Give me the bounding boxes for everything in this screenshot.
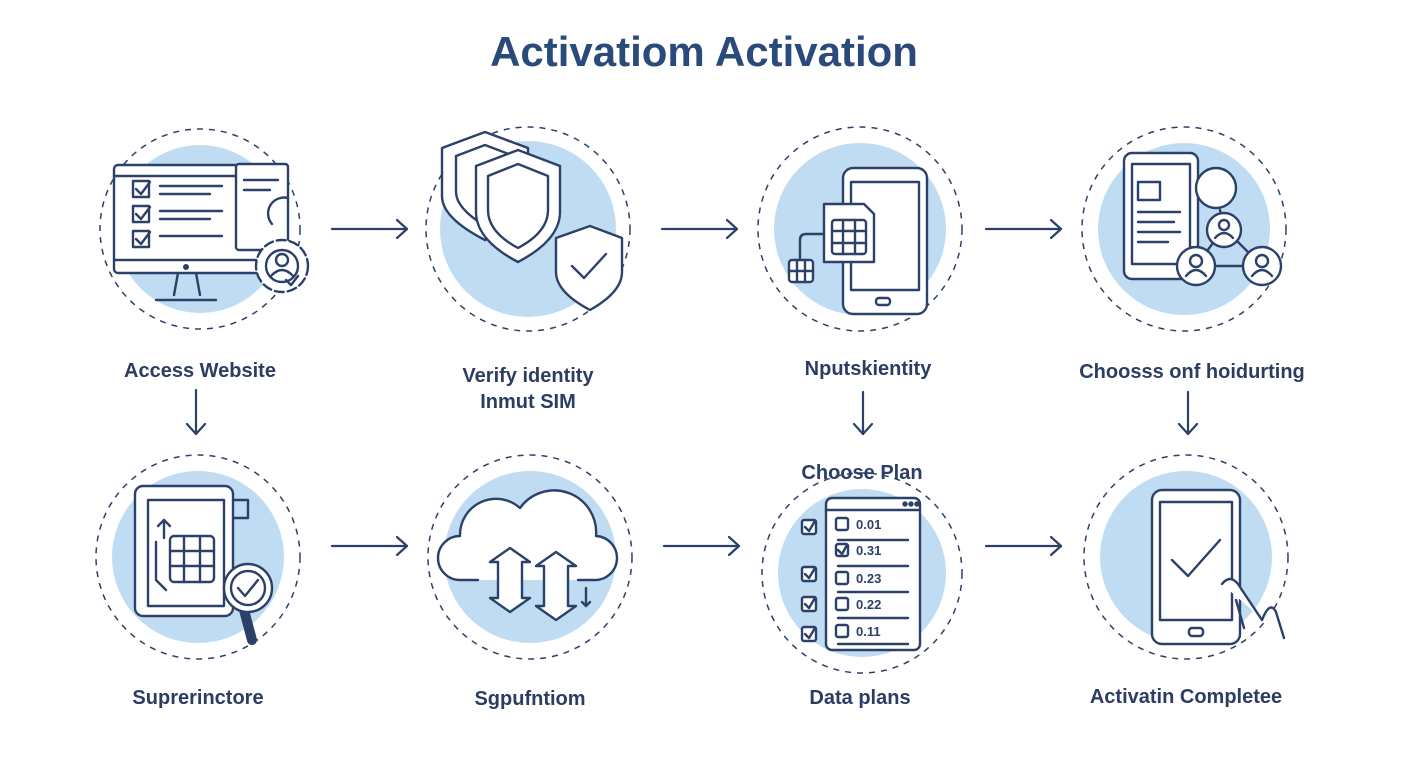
cloud-sync-icon bbox=[436, 489, 619, 622]
step-5-label: Suprerinctore bbox=[132, 687, 264, 709]
shield-check-icon bbox=[440, 130, 624, 312]
plan-value-2: 0.31 bbox=[856, 543, 881, 558]
step-8-label: Activatin Completee bbox=[1089, 686, 1283, 708]
step-6-label: Sgpufntiom bbox=[474, 688, 586, 710]
connector-arrows bbox=[196, 229, 1188, 546]
step-1-label: Access Website bbox=[124, 360, 276, 382]
plan-value-4: 0.22 bbox=[856, 597, 881, 612]
page-title: Activatiom Activation bbox=[490, 28, 918, 75]
step-7-caption: Choose Plan bbox=[801, 462, 923, 484]
step-3-label: Nputskientity bbox=[804, 358, 932, 380]
step-2-label: Verify identity Inmut SIM bbox=[378, 363, 678, 415]
plan-value-5: 0.11 bbox=[856, 624, 881, 639]
sim-magnifier-icon bbox=[133, 484, 274, 645]
step-7-label: Data plans bbox=[809, 687, 911, 709]
step-2-label-line-2: Inmut SIM bbox=[480, 391, 576, 413]
step-2-label-line-1: Verify identity bbox=[462, 365, 594, 387]
plan-values: 0.01 0.31 0.23 0.22 0.11 bbox=[856, 517, 881, 639]
plan-checklist-icon bbox=[800, 496, 922, 652]
plan-value-3: 0.23 bbox=[856, 571, 881, 586]
tablet-network-icon bbox=[1122, 151, 1283, 287]
phone-sim-icon bbox=[787, 166, 929, 316]
plan-value-1: 0.01 bbox=[856, 517, 881, 532]
step-4-label: Choosss onf hoidurting bbox=[1079, 361, 1305, 383]
computer-checklist-icon bbox=[112, 162, 310, 302]
phone-check-icon bbox=[1150, 488, 1286, 646]
